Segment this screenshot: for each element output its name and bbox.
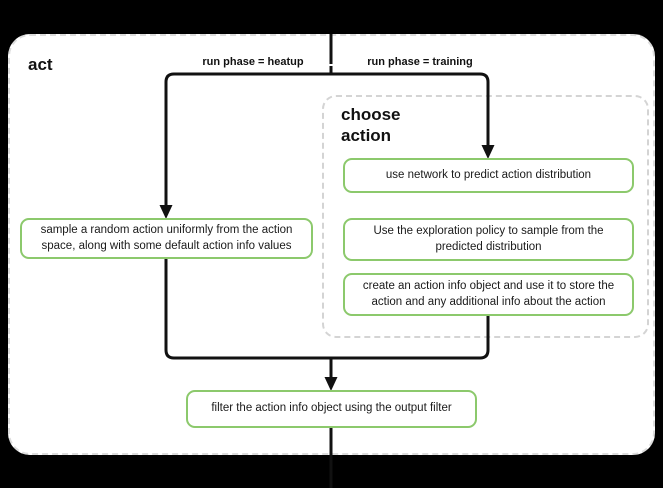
node-exploration-policy-sample[interactable]: Use the exploration policy to sample fro… [343,218,634,261]
edge-label-training: run phase = training [367,56,473,68]
node-filter-output[interactable]: filter the action info object using the … [186,390,477,428]
node-create-action-info[interactable]: create an action info object and use it … [343,273,634,316]
cluster-act-title: act [28,55,53,74]
cluster-choose-action-title: choose action [341,105,401,145]
edge-label-heatup: run phase = heatup [202,56,304,68]
node-use-network-predict[interactable]: use network to predict action distributi… [343,158,634,193]
node-sample-random-action[interactable]: sample a random action uniformly from th… [20,218,313,259]
